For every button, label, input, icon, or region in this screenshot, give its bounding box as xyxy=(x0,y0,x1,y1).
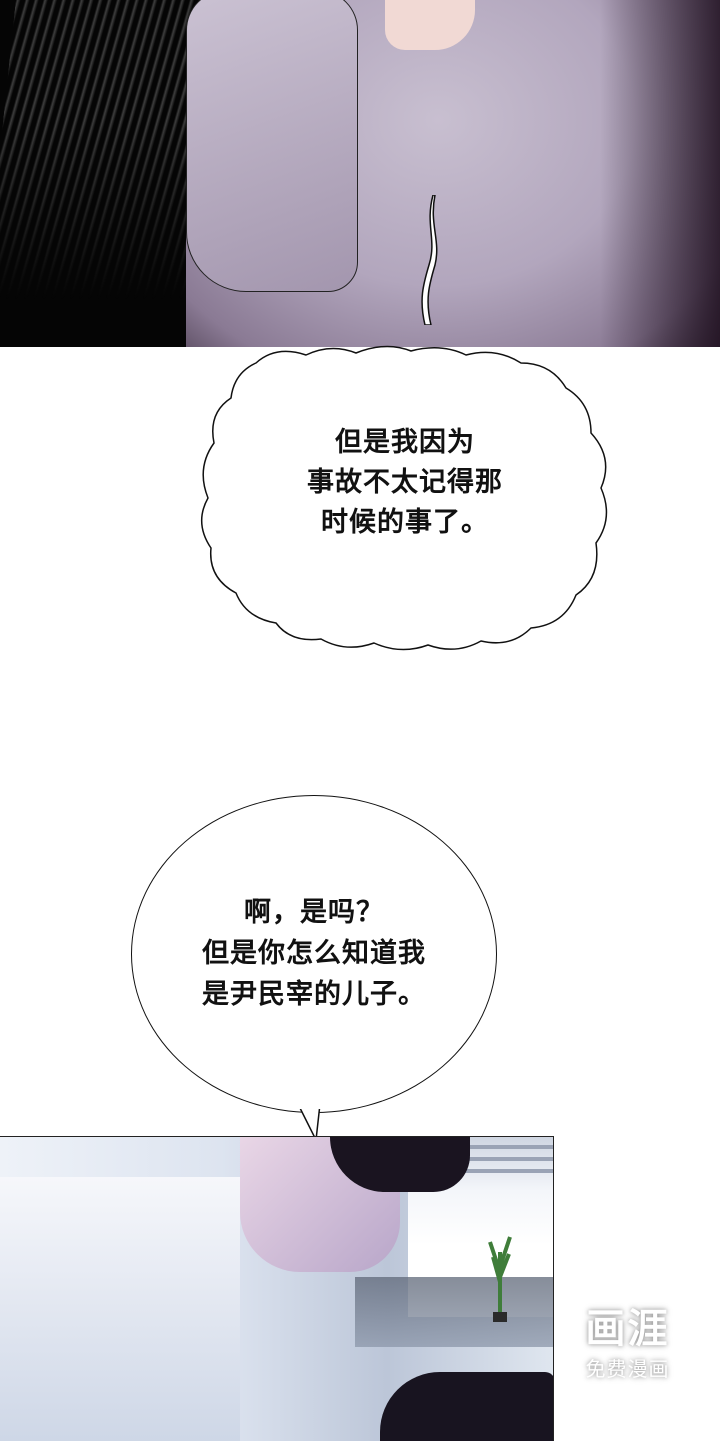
bubble-1-line-1: 但是我因为 xyxy=(335,427,475,458)
speech-bubble-2: 啊，是吗？ 但是你怎么知道我 是尹民宰的儿子。 xyxy=(131,795,497,1113)
bubble-tail-top xyxy=(421,195,438,325)
white-shirt xyxy=(0,1177,240,1441)
watermark-subtitle: 免费漫画 xyxy=(585,1357,670,1381)
bubble-tail-2 xyxy=(296,1104,326,1143)
comic-panel-top xyxy=(0,0,720,347)
wavy-bubble-shape xyxy=(201,345,608,651)
desk xyxy=(355,1277,553,1347)
bubble-2-line-3: 是尹民宰的儿子。 xyxy=(202,979,426,1010)
window-blind xyxy=(408,1157,553,1161)
speech-bubble-1: 但是我因为 事故不太记得那 时候的事了。 xyxy=(196,343,614,655)
watermark: 画涯 免费漫画 xyxy=(565,1303,690,1383)
comic-panel-bottom xyxy=(0,1136,554,1441)
plant-icon xyxy=(488,1236,512,1322)
bubble-2-text: 啊，是吗？ 但是你怎么知道我 是尹民宰的儿子。 xyxy=(132,892,496,1015)
window-blind xyxy=(408,1145,553,1149)
bubble-2-line-1: 啊，是吗？ xyxy=(244,897,384,928)
bubble-1-line-3: 时候的事了。 xyxy=(321,507,489,538)
black-glove-hand xyxy=(380,1372,553,1441)
bubble-1-text: 但是我因为 事故不太记得那 时候的事了。 xyxy=(196,423,614,543)
bubble-1-line-2: 事故不太记得那 xyxy=(307,467,503,498)
sweater-sleeve xyxy=(186,0,358,292)
right-shadow xyxy=(600,0,720,347)
window-blind xyxy=(408,1169,553,1173)
watermark-logo: 画涯 xyxy=(585,1306,670,1352)
bubble-2-line-2: 但是你怎么知道我 xyxy=(202,938,426,969)
